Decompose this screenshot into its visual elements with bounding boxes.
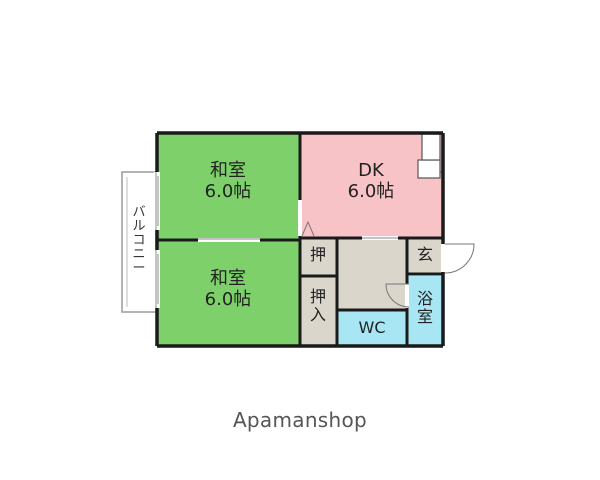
balcony-char: ル [132, 219, 146, 235]
room-size: 6.0帖 [204, 181, 252, 203]
oshiire-fill [300, 276, 337, 346]
sliding-doors [155, 172, 398, 308]
room-name: DK [358, 160, 384, 181]
balcony-char: バ [132, 205, 146, 220]
room-char: 室 [416, 307, 433, 327]
room-name: 和室 [210, 160, 246, 181]
room-label-washitsu-lower: 和室 6.0帖 [188, 268, 268, 310]
dk-fill [300, 133, 443, 238]
room-label-genkan: 玄 [415, 245, 435, 264]
door-swings [301, 220, 475, 308]
balcony-char: ー [132, 261, 146, 277]
room-char: 玄 [416, 245, 433, 264]
room-label-wc: WC [337, 318, 407, 338]
room-label-washitsu-upper: 和室 6.0帖 [188, 160, 268, 202]
kitchen-fixture [417, 133, 444, 179]
room-label-yokushitsu: 浴 室 [415, 289, 435, 327]
room-name: 和室 [210, 268, 246, 289]
room-label-oshiire: 押 入 [308, 287, 328, 325]
room-char: 入 [309, 305, 326, 325]
balcony-label: バ ル コ ニ ー [131, 205, 147, 277]
room-name: WC [358, 318, 386, 337]
genkan-fill [407, 238, 443, 274]
room-label-oshi-small: 押 [308, 245, 328, 264]
bath-fill [407, 276, 443, 346]
balcony [121, 171, 157, 313]
room-label-dk: DK 6.0帖 [331, 160, 411, 202]
outer-walls [155, 131, 445, 348]
room-char: 押 [309, 245, 326, 264]
washitsu-lower-fill [157, 240, 300, 346]
oshi-small-fill [300, 238, 337, 276]
hall-fill [337, 238, 407, 310]
wc-fill [337, 310, 407, 346]
washitsu-upper-fill [157, 133, 300, 240]
room-char: 浴 [416, 289, 433, 308]
room-size: 6.0帖 [204, 289, 252, 311]
balcony-char: コ [132, 233, 146, 249]
balcony-char: ニ [132, 247, 146, 263]
room-char: 押 [309, 287, 326, 306]
room-size: 6.0帖 [347, 181, 395, 203]
brand-logo-text: Apamanshop [232, 408, 368, 432]
